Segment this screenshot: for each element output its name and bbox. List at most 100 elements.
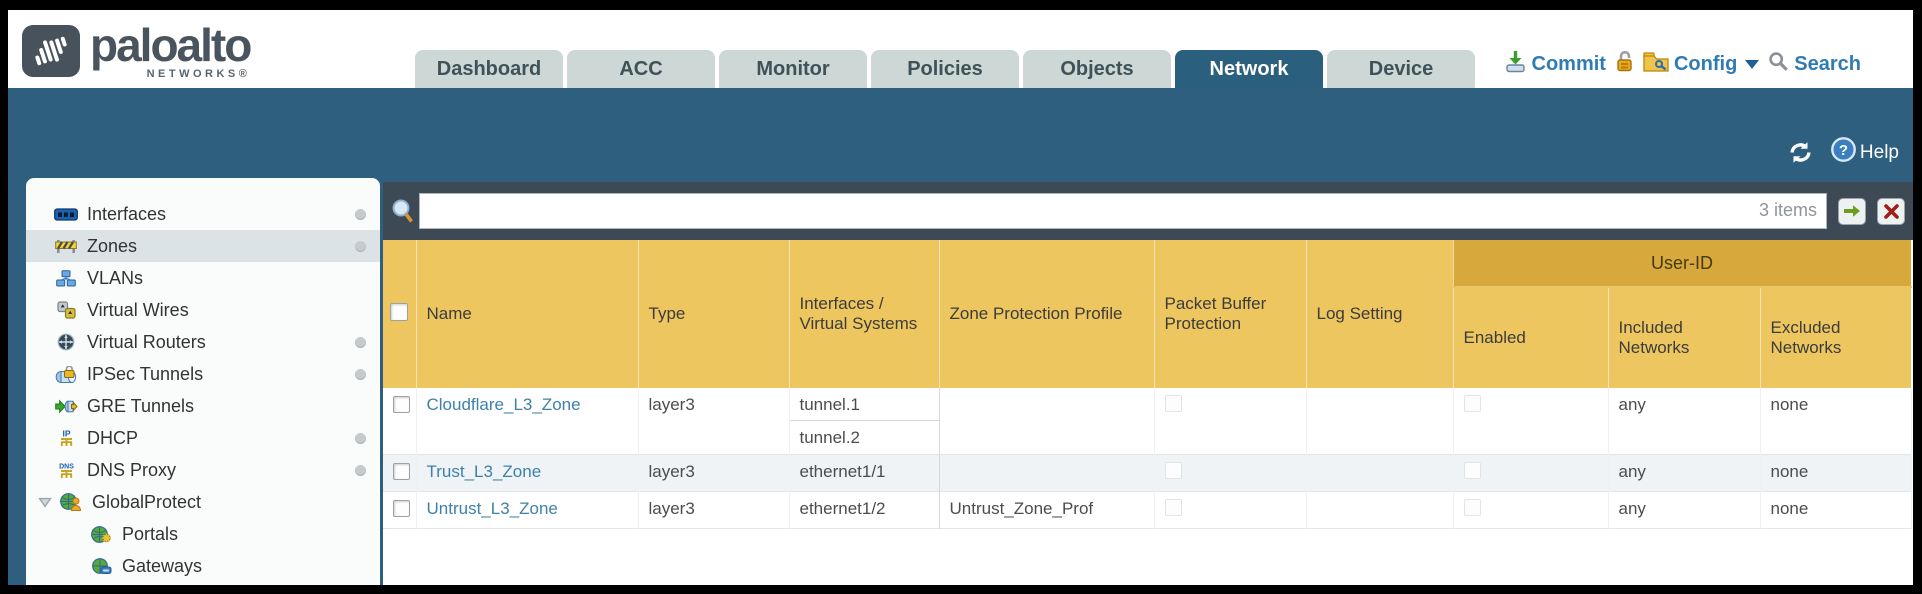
zone-name-cell: Trust_L3_Zone — [416, 454, 639, 492]
zone-name-link[interactable]: Untrust_L3_Zone — [426, 499, 558, 518]
sidebar-item-globalprotect[interactable]: GlobalProtect — [26, 486, 380, 518]
zone-name-link[interactable]: Trust_L3_Zone — [426, 462, 542, 481]
tab-policies[interactable]: Policies — [871, 50, 1019, 88]
row-checkbox[interactable] — [393, 463, 410, 480]
interfaces-cell: ethernet1/2 — [788, 491, 940, 529]
tab-objects[interactable]: Objects — [1023, 50, 1171, 88]
included-networks-cell: any — [1608, 491, 1761, 529]
status-dot — [355, 465, 366, 476]
sidebar-item-label: Virtual Wires — [87, 299, 189, 320]
help-icon: ? — [1830, 136, 1857, 169]
paloalto-logo: paloalto NETWORKS® — [22, 19, 252, 80]
help-label: Help — [1859, 141, 1899, 163]
excluded-networks-cell: none — [1760, 454, 1912, 492]
config-label: Config — [1673, 53, 1738, 75]
sidebar-item-label: GRE Tunnels — [87, 395, 195, 416]
sidebar-item-label: Zones — [87, 235, 138, 256]
packet-buffer-protection-checkbox[interactable] — [1164, 395, 1182, 412]
brand-subtext: NETWORKS® — [146, 68, 251, 80]
col-header-packet-buffer[interactable]: Packet Buffer Protection — [1154, 240, 1307, 388]
globalprotect-icon — [58, 493, 84, 511]
sidebar-item-portals[interactable]: Portals — [26, 518, 380, 550]
sidebar-item-label: VLANs — [87, 267, 144, 288]
lock-button[interactable] — [1615, 50, 1634, 79]
status-dot — [355, 433, 366, 444]
clear-filter-button[interactable] — [1877, 197, 1905, 225]
portals-icon — [88, 525, 114, 543]
tab-network[interactable]: Network — [1175, 50, 1323, 88]
col-header-zone-protection[interactable]: Zone Protection Profile — [939, 240, 1155, 388]
config-menu-button[interactable]: Config — [1643, 51, 1760, 78]
zone-name-link[interactable]: Cloudflare_L3_Zone — [426, 395, 581, 414]
sidebar-item-ipsec-tunnels[interactable]: IPSec Tunnels — [26, 358, 380, 390]
ipsec-tunnels-icon — [53, 365, 79, 383]
status-dot — [355, 241, 366, 252]
help-button[interactable]: ? Help — [1830, 136, 1899, 169]
user-id-enabled-checkbox[interactable] — [1463, 395, 1481, 412]
row-checkbox[interactable] — [393, 396, 410, 413]
zones-content-panel: 3 items — [383, 182, 1913, 585]
status-dot — [355, 369, 366, 380]
tab-device[interactable]: Device — [1327, 50, 1475, 88]
zone-name-cell: Cloudflare_L3_Zone — [416, 388, 639, 455]
sidebar-item-dhcp[interactable]: IP DHCP — [26, 422, 380, 454]
tab-dashboard[interactable]: Dashboard — [415, 50, 563, 88]
col-header-interfaces[interactable]: Interfaces / Virtual Systems — [789, 240, 940, 388]
sidebar-item-label: Virtual Routers — [87, 331, 206, 352]
sidebar-item-label: GlobalProtect — [92, 491, 202, 512]
filter-input[interactable] — [419, 193, 1827, 229]
sidebar-item-gateways[interactable]: Gateways — [26, 550, 380, 582]
interfaces-cell: ethernet1/1 — [788, 454, 940, 492]
user-id-enabled-checkbox[interactable] — [1463, 462, 1481, 479]
sidebar-item-gre-tunnels[interactable]: GRE Tunnels — [26, 390, 380, 422]
sidebar-item-label: Interfaces — [87, 203, 167, 224]
excluded-networks-cell: none — [1760, 491, 1912, 529]
packet-buffer-protection-checkbox[interactable] — [1164, 462, 1182, 479]
lock-icon — [1615, 50, 1634, 79]
commit-button[interactable]: Commit — [1504, 50, 1606, 79]
items-count-label: 3 items — [1758, 200, 1817, 220]
user-id-enabled-checkbox[interactable] — [1463, 499, 1481, 516]
sidebar-item-vlans[interactable]: VLANs — [26, 262, 380, 294]
red-x-icon — [1883, 203, 1899, 219]
user-id-enabled-cell — [1453, 454, 1609, 492]
col-header-log-setting[interactable]: Log Setting — [1306, 240, 1454, 388]
col-header-type[interactable]: Type — [638, 240, 790, 388]
interface-value: tunnel.1 — [789, 388, 939, 421]
sidebar-item-label: DHCP — [87, 427, 139, 448]
col-header-included-networks[interactable]: Included Networks — [1608, 287, 1761, 388]
col-header-name[interactable]: Name — [416, 240, 639, 388]
row-checkbox[interactable] — [393, 500, 410, 517]
col-header-enabled[interactable]: Enabled — [1453, 287, 1609, 388]
svg-text:IP: IP — [62, 429, 70, 439]
refresh-button[interactable] — [1787, 141, 1814, 164]
packet-buffer-protection-checkbox[interactable] — [1164, 499, 1182, 516]
sidebar-item-virtual-wires[interactable]: Virtual Wires — [26, 294, 380, 326]
packet-buffer-protection-cell — [1154, 454, 1307, 492]
tab-acc[interactable]: ACC — [567, 50, 715, 88]
col-header-excluded-networks[interactable]: Excluded Networks — [1760, 287, 1912, 388]
row-select-cell — [383, 388, 417, 455]
sidebar-item-label: DNS Proxy — [87, 459, 177, 480]
global-search-button[interactable]: Search — [1768, 51, 1861, 78]
interfaces-icon — [53, 207, 79, 222]
sidebar-item-zones[interactable]: Zones — [26, 230, 380, 262]
zone-type-cell: layer3 — [638, 454, 790, 492]
sidebar-item-virtual-routers[interactable]: Virtual Routers — [26, 326, 380, 358]
apply-filter-button[interactable] — [1838, 197, 1866, 225]
sidebar-item-interfaces[interactable]: Interfaces — [26, 198, 380, 230]
banner-actions: ? Help — [1787, 136, 1899, 169]
zone-type-cell: layer3 — [638, 491, 790, 529]
expander-triangle-icon[interactable] — [38, 497, 54, 508]
select-all-checkbox[interactable] — [390, 302, 409, 321]
commit-icon — [1504, 50, 1527, 79]
tab-monitor[interactable]: Monitor — [719, 50, 867, 88]
